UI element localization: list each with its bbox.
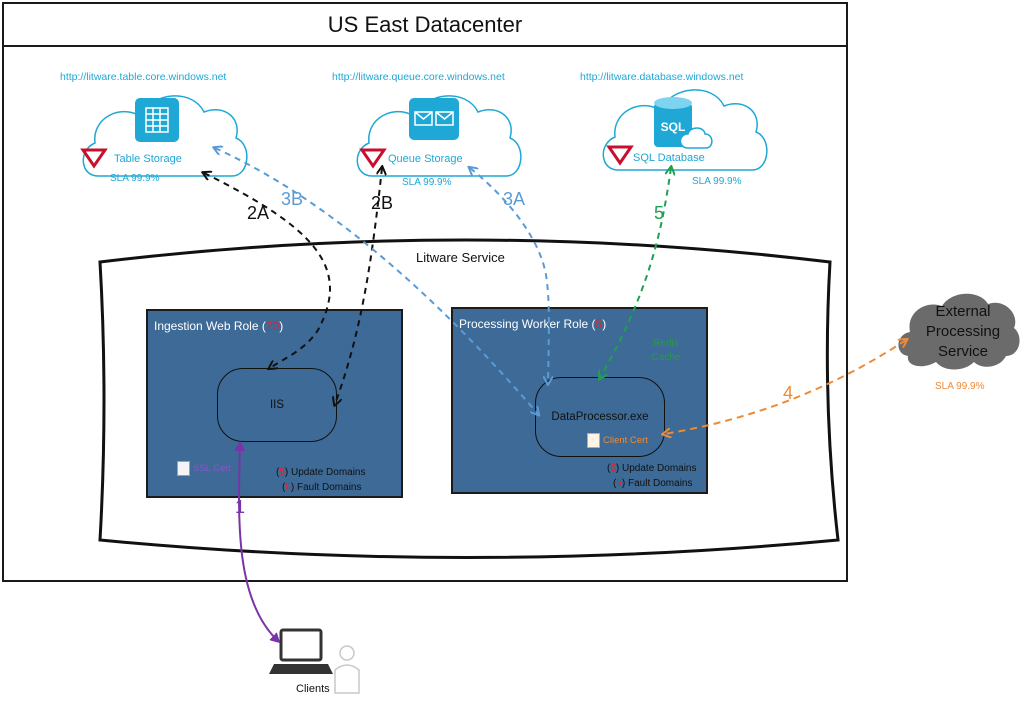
clients-label: Clients (296, 683, 330, 695)
ssl-cert: SSL Cert (177, 461, 231, 476)
flow-5-label: 5 (654, 203, 665, 223)
ingestion-role-title: Ingestion Web Role (20) (154, 319, 284, 333)
laptop-icon (269, 628, 333, 674)
ingestion-role-name: Ingestion Web Role (154, 319, 259, 333)
external-service-sla: SLA 99.9% (935, 381, 985, 392)
flow-3b-label: 3B (281, 189, 304, 209)
processing-fault-domains: (5) Fault Domains (613, 478, 693, 489)
azure-warning-icon (80, 148, 108, 169)
flow-2b-label: 2B (371, 193, 394, 213)
processing-role-title: Processing Worker Role (5) (459, 317, 607, 331)
table-storage-label: Table Storage (114, 153, 182, 165)
sql-database-label: SQL Database (633, 152, 705, 164)
ingestion-update-domains: (5) Update Domains (276, 467, 366, 478)
processing-update-domains: (5) Update Domains (607, 463, 697, 474)
sql-database-cloud: SQL (602, 89, 768, 171)
queue-envelope-icon (409, 98, 459, 140)
ingestion-instance-count: 20 (265, 319, 280, 333)
person-icon (334, 645, 360, 694)
dataprocessor-label: DataProcessor.exe (551, 411, 649, 423)
azure-warning-icon (606, 145, 634, 166)
flow-1-label: 1 (235, 497, 246, 517)
sql-database-url: http://litware.database.windows.net (580, 71, 744, 83)
table-storage-cloud (80, 95, 248, 177)
client-cert-label: Client Cert (603, 435, 648, 446)
litware-service-label: Litware Service (416, 250, 505, 265)
sql-database-icon: SQL (654, 97, 713, 149)
queue-storage-sla: SLA 99.9% (402, 177, 452, 188)
datacenter-frame: US East Datacenter (2, 2, 848, 582)
flow-4-label: 4 (783, 383, 794, 403)
ingestion-web-role: Ingestion Web Role (20) IIS SSL Cert (5)… (146, 309, 403, 498)
certificate-icon (587, 433, 600, 448)
processing-role-name: Processing Worker Role (459, 317, 589, 331)
ssl-cert-label: SSL Cert (193, 463, 232, 474)
processing-worker-role: Processing Worker Role (5) DataProcessor… (451, 307, 708, 494)
table-storage-sla: SLA 99.9% (110, 173, 160, 184)
flow-3a-label: 3A (503, 189, 526, 209)
certificate-icon (177, 461, 190, 476)
external-processing-cloud (898, 293, 1020, 370)
queue-storage-label: Queue Storage (388, 153, 463, 165)
flow-2a-label: 2A (247, 203, 270, 223)
svg-text:SQL: SQL (661, 120, 686, 134)
iis-component: IIS (217, 368, 337, 442)
table-storage-url: http://litware.table.core.windows.net (60, 71, 227, 83)
sql-database-sla: SLA 99.9% (692, 176, 742, 187)
client-cert: Client Cert (587, 433, 648, 448)
iis-label: IIS (269, 399, 285, 411)
external-processing-label: External Processing Service (925, 303, 1001, 360)
datacenter-title: US East Datacenter (4, 4, 846, 47)
redis-cache-label: Redis Cache (651, 338, 681, 363)
ingestion-fault-domains: (5) Fault Domains (282, 482, 362, 493)
processing-instance-count: 5 (595, 317, 603, 331)
queue-storage-url: http://litware.queue.core.windows.net (332, 71, 505, 83)
